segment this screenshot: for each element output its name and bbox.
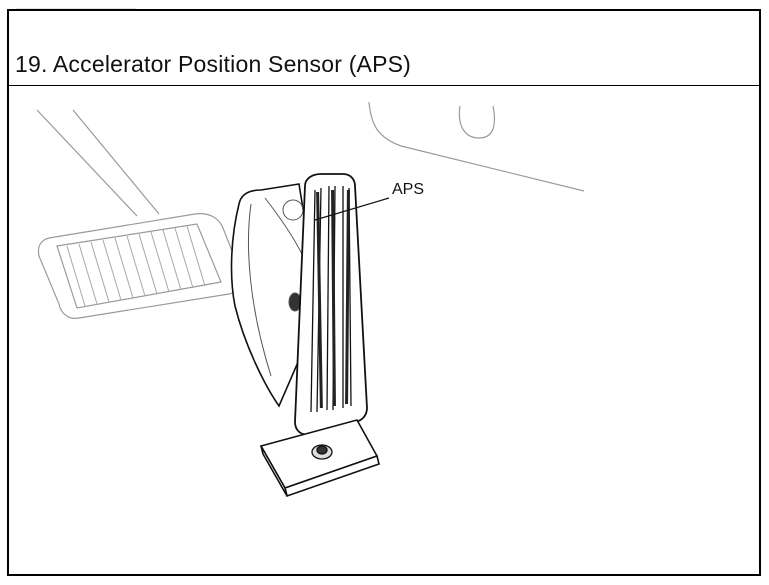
page-title: 19. Accelerator Position Sensor (APS): [15, 51, 412, 77]
title-bar: 19. Accelerator Position Sensor (APS): [9, 11, 759, 86]
faint-header-artifact: [16, 0, 146, 11]
pedal-diagram: [36, 101, 585, 498]
document-frame: 19. Accelerator Position Sensor (APS): [7, 9, 761, 576]
aps-callout-label: APS: [392, 181, 425, 198]
pedal-illustration: APS: [9, 86, 759, 574]
